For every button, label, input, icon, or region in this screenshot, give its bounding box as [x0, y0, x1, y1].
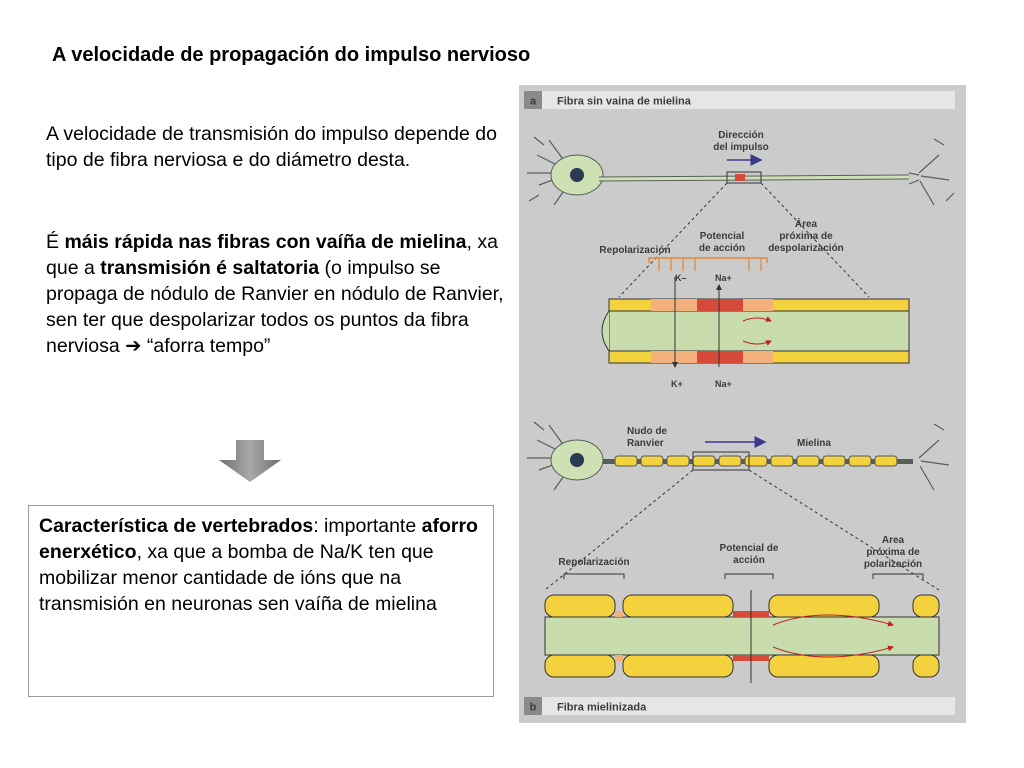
zoom-box-b — [692, 451, 750, 471]
bold-saltatory: transmisión é saltatoria — [100, 257, 320, 279]
myelin-segments — [603, 455, 913, 467]
intro-paragraph: A velocidade de transmisión do impulso d… — [46, 123, 497, 171]
panel-b-footer-bar — [524, 697, 955, 715]
text-run: : importante — [313, 515, 422, 537]
text-run: (o impulso se propaga de nódulo de Ranvi… — [46, 257, 504, 357]
text-run: , xa que a — [46, 231, 498, 279]
vertebrates-box: Característica de vertebrados: important… — [28, 505, 494, 697]
panel-a-badge — [524, 91, 542, 109]
na-plus-label-top: Na+ — [715, 273, 732, 283]
direction-label-1: Dirección — [718, 130, 764, 141]
panel-b-badge — [524, 697, 542, 715]
nucleus-b — [570, 453, 584, 467]
action-potential-label-a-1: Potencial — [700, 231, 745, 242]
zoom-box-a — [726, 171, 762, 184]
text-run: É — [46, 231, 65, 253]
myelinated-fiber-section — [544, 594, 940, 678]
right-arrow-icon: ➔ — [125, 335, 142, 357]
area-label-a-1: Área — [795, 217, 818, 230]
bold-vertebrates: Característica de vertebrados — [39, 515, 314, 537]
page-title: A velocidade de propagación do impulso n… — [52, 44, 531, 66]
area-label-a-3: despolarización — [768, 243, 844, 254]
k-minus-label: K– — [675, 273, 687, 283]
action-potential-label-a-2: de acción — [699, 243, 745, 254]
panel-b-letter: b — [530, 702, 537, 714]
action-potential-label-b-1: Potencial de — [720, 543, 779, 554]
area-label-a-2: próxima de — [779, 231, 833, 242]
area-label-b-3: polarización — [864, 559, 922, 570]
unmyelinated-fiber-section — [601, 298, 910, 364]
down-arrow-icon — [219, 440, 281, 482]
action-potential-label-b-2: acción — [733, 555, 765, 566]
panel-a-letter: a — [530, 96, 537, 108]
saltatory-paragraph: É máis rápida nas fibras con vaíña de mi… — [46, 229, 506, 359]
repolarization-label-b: Repolarización — [558, 557, 629, 568]
direction-label-2: del impulso — [713, 142, 769, 153]
nucleus-a — [570, 168, 584, 182]
bold-faster-myelin: máis rápida nas fibras con vaíña de miel… — [64, 231, 467, 253]
panel-a-header: Fibra sin vaina de mielina — [557, 96, 692, 108]
myelin-label: Mielina — [797, 438, 831, 449]
unmyelinated-neuron — [527, 136, 955, 206]
text-run: “aforra tempo” — [141, 335, 271, 357]
repolarization-label-a: Repolarización — [599, 245, 670, 256]
bold-energy-saving: aforro enerxético — [39, 515, 478, 563]
node-label-2: Ranvier — [627, 438, 664, 449]
nerve-fiber-figure: a Fibra sin vaina de mielina Dirección d… — [519, 85, 966, 723]
panel-a-header-bar — [524, 91, 955, 109]
k-plus-label: K+ — [671, 379, 683, 389]
node-label-1: Nudo de — [627, 426, 667, 437]
area-label-b-2: próxima de — [866, 547, 920, 558]
area-label-b-1: Area — [882, 535, 905, 546]
myelinated-neuron — [527, 421, 950, 491]
text-run: , xa que a bomba de Na/K ten que mobiliz… — [39, 541, 437, 615]
na-plus-label-bottom: Na+ — [715, 379, 732, 389]
panel-b-footer: Fibra mielinizada — [557, 702, 647, 714]
